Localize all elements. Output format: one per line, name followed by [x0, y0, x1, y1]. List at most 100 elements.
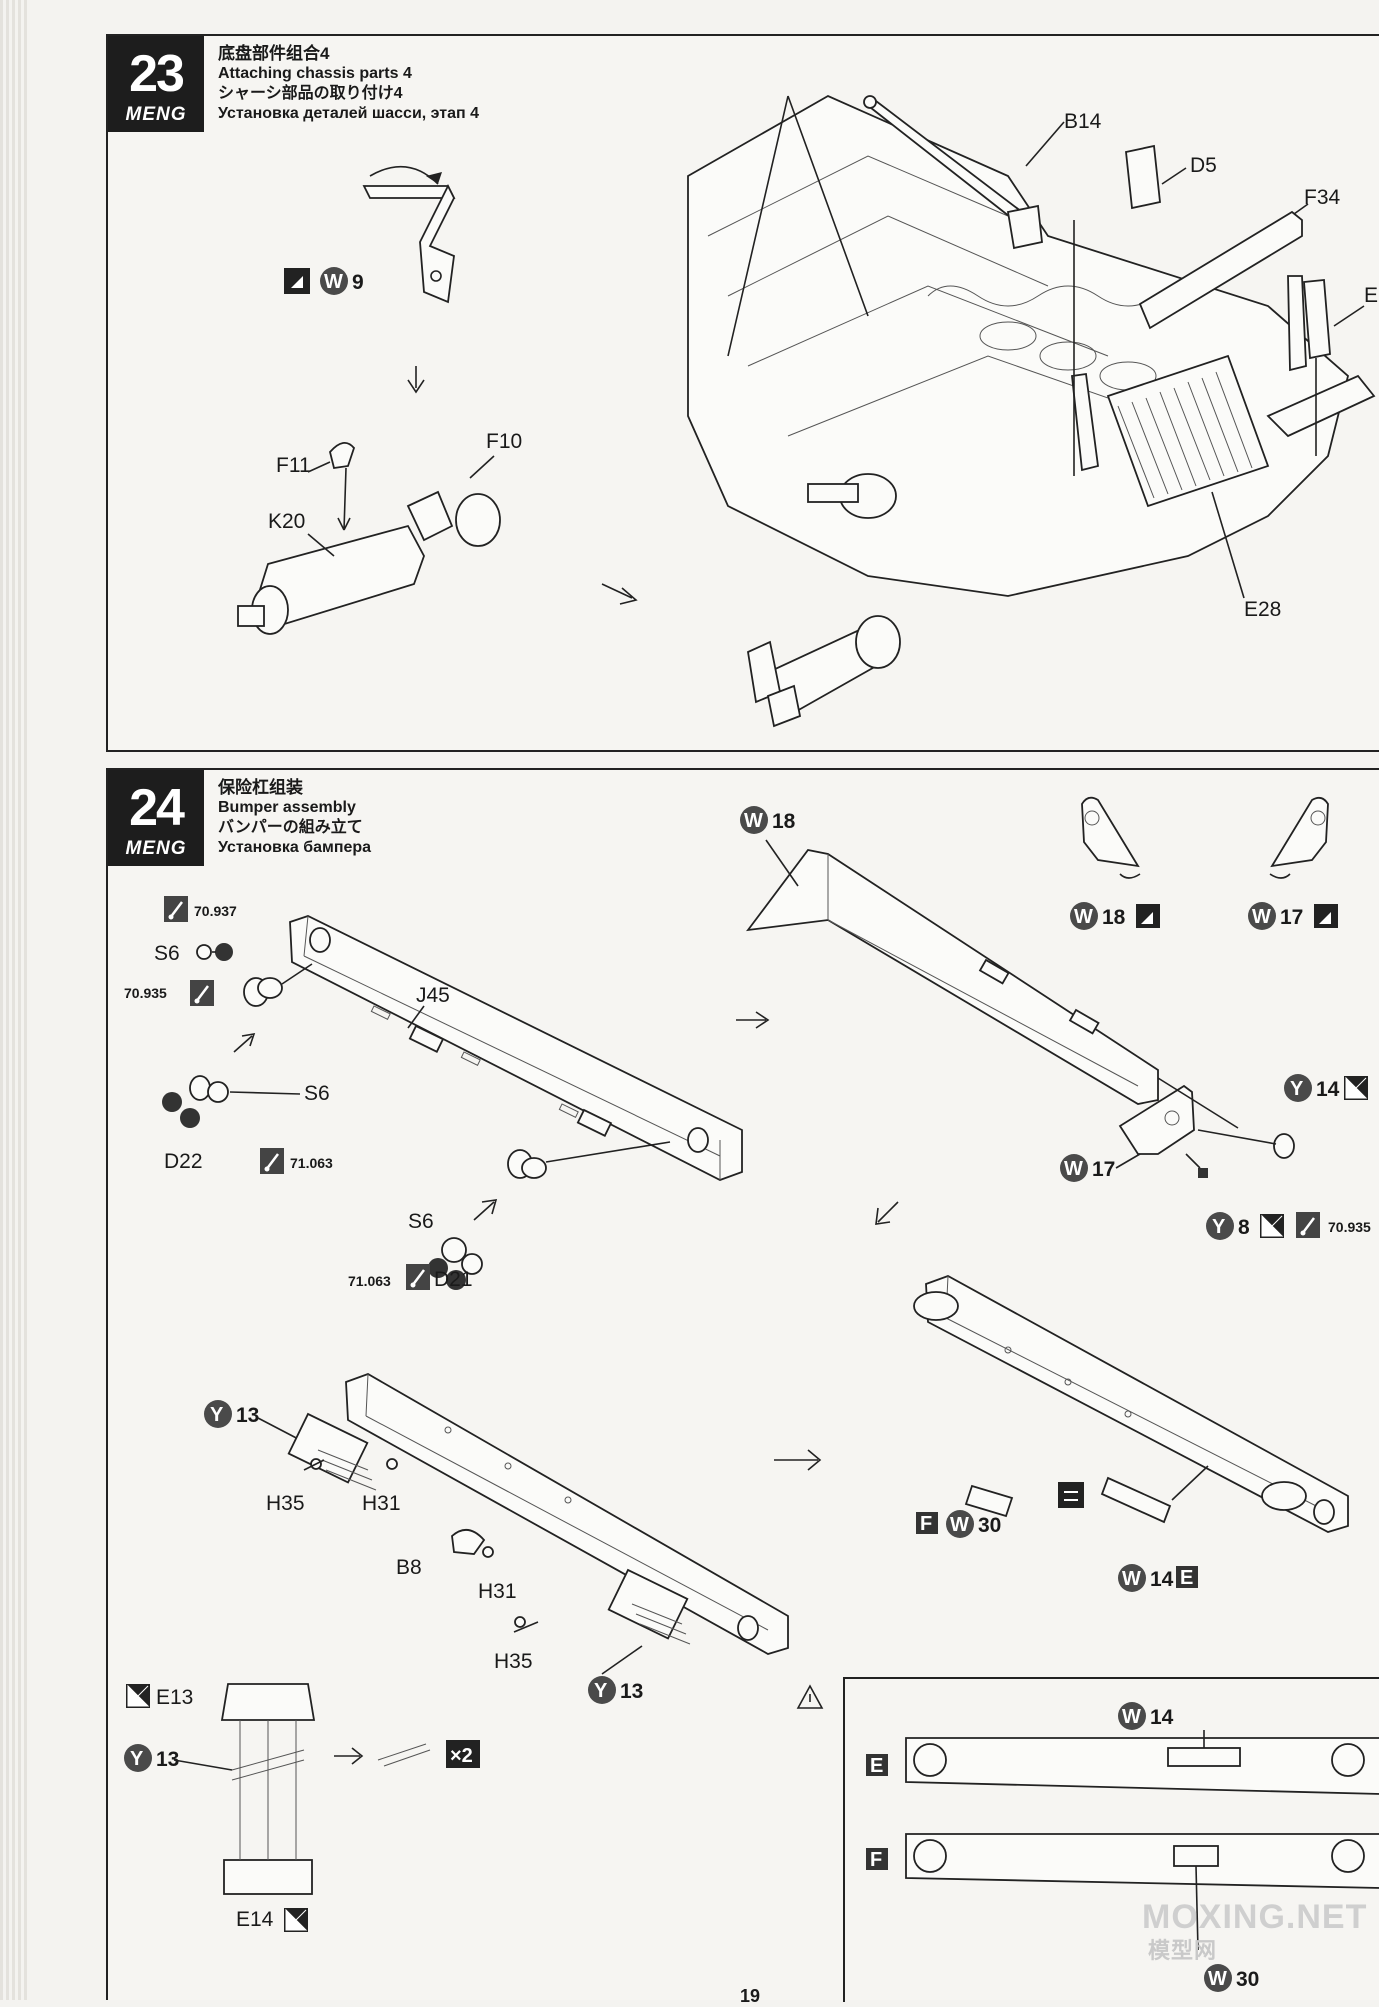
step-number: 23 [129, 45, 185, 103]
brand-logo: MENG [125, 104, 187, 125]
step-23-illustration: W 9 F11 F10 K20 [237, 94, 1379, 728]
color-number: 14 [1150, 1706, 1174, 1729]
label-J45: J45 [416, 984, 450, 1007]
pins-S6-D22 [162, 1075, 229, 1128]
svg-text:W: W [744, 810, 763, 832]
paint-code: 70.935 [124, 985, 167, 1001]
color-number: 13 [236, 1404, 259, 1427]
paint-code: 70.937 [194, 903, 237, 919]
decal-w14: W 14 E [1100, 1465, 1209, 1592]
label-F11: F11 [276, 454, 311, 477]
svg-text:F: F [920, 1513, 932, 1535]
color-number: 8 [1238, 1216, 1250, 1239]
label-E29: E29 [1364, 284, 1379, 307]
paint-callout-w9: W 9 [284, 267, 364, 295]
label-F34: F34 [1304, 186, 1341, 209]
paint-callout-w17-fin: W 17 [1248, 902, 1338, 930]
label-D21: D21 [434, 1268, 473, 1291]
color-number: 18 [1102, 906, 1126, 929]
rod-B14 [863, 95, 1043, 250]
decal-w30: F W 30 [916, 1482, 1084, 1538]
bumper-finished [913, 1275, 1349, 1533]
bracket-part [362, 165, 456, 304]
bumper-painted [746, 849, 1159, 1105]
step-24-panel: 24 MENG 保险杠组装 Bumper assembly バンパーの組み立て … [106, 768, 1379, 2002]
paint-code: 71.063 [290, 1155, 333, 1171]
step-number: 24 [129, 779, 185, 837]
down-left-arrow-icon [875, 1201, 899, 1225]
color-number: 14 [1150, 1568, 1174, 1591]
color-number: 17 [1280, 906, 1303, 929]
paint-callout-w17: W 17 [1060, 1153, 1141, 1182]
sprue-jig: E13 Y 13 E14 ×2 [124, 1683, 480, 1933]
color-number: 18 [772, 810, 796, 833]
step-titles: 保险杠组装 Bumper assembly バンパーの組み立て Установк… [218, 778, 371, 858]
fin-attached [1118, 1077, 1295, 1178]
arrow-icon [233, 1032, 256, 1053]
step-24-illustration: 70.937 S6 70.935 J45 [124, 796, 1379, 2002]
svg-text:W: W [1122, 1568, 1141, 1590]
paint-callout-y14: Y 14 [1284, 1074, 1369, 1102]
step-badge: 24 MENG [108, 770, 204, 866]
svg-text:W: W [1064, 1158, 1083, 1180]
label-H31: H31 [478, 1580, 517, 1603]
decal-position-inset: E W 14 F W 30 [843, 1677, 1379, 2002]
label-H35: H35 [494, 1650, 533, 1673]
color-number: 9 [352, 271, 364, 294]
right-arrow-icon [774, 1449, 822, 1471]
step-title-ru: Установка бампера [218, 839, 372, 856]
step-badge: 23 MENG [108, 36, 204, 132]
watermark-subtext: 模型网 [1148, 1938, 1218, 1963]
bumper-J45 [289, 915, 743, 1181]
step-titles: 底盘部件组合4 Attaching chassis parts 4 シャーシ部品… [218, 44, 479, 124]
hooks [303, 1458, 539, 1633]
label-H31: H31 [362, 1492, 401, 1515]
pin-S6-bottom [507, 1141, 671, 1179]
paint-callout-w18: W 18 [740, 806, 796, 834]
brand-logo: MENG [125, 838, 187, 859]
axle-assembly [237, 442, 501, 635]
frame-F34 [1138, 210, 1303, 330]
page-edge-binding [0, 0, 28, 2000]
paint-callout-y13-bottom: Y 13 [588, 1645, 643, 1704]
step-23-panel: 23 MENG 底盘部件组合4 Attaching chassis parts … [106, 34, 1379, 752]
svg-text:W: W [1122, 1706, 1141, 1728]
pin-S6-top [243, 963, 313, 1007]
warning-icon [796, 1684, 824, 1709]
right-arrow-icon [736, 1011, 770, 1029]
step-title-ja: シャーシ部品の取り付け4 [218, 85, 403, 102]
label-E13: E13 [156, 1686, 193, 1709]
label-S6: S6 [408, 1210, 434, 1233]
color-number: 13 [620, 1680, 643, 1703]
label-E14: E14 [236, 1908, 274, 1931]
svg-text:W: W [1252, 906, 1271, 928]
label-B14: B14 [1064, 110, 1102, 133]
svg-text:Y: Y [1290, 1078, 1304, 1100]
label-D22: D22 [164, 1150, 203, 1173]
chassis-engine-drawing [687, 94, 1376, 597]
color-number: 14 [1316, 1078, 1340, 1101]
s6-paint-callout: 70.937 S6 70.935 [124, 894, 237, 1008]
color-number: 13 [156, 1748, 179, 1771]
axle-in-position [747, 615, 901, 728]
quantity-label: ×2 [450, 1745, 473, 1767]
svg-text:Y: Y [130, 1748, 144, 1770]
part-E29 [1303, 279, 1331, 360]
label-E28: E28 [1244, 598, 1281, 621]
label-B8: B8 [396, 1556, 422, 1579]
paint-callout-y8: Y 8 70.935 [1206, 1210, 1371, 1240]
fin-right [1269, 796, 1329, 879]
svg-text:W: W [324, 271, 343, 293]
variant-label-F: F [870, 1849, 882, 1871]
step-title-zh: 底盘部件组合4 [218, 44, 330, 63]
bracket-D5 [1125, 144, 1161, 210]
paint-callout-y13-top: Y 13 [204, 1400, 305, 1443]
variant-label-E: E [870, 1755, 883, 1777]
svg-text:W: W [950, 1514, 969, 1536]
page-number: 19 [740, 1986, 761, 2006]
color-number: 17 [1092, 1158, 1115, 1181]
paint-code: 70.935 [1328, 1219, 1371, 1235]
label-H35: H35 [266, 1492, 305, 1515]
paint-callout-w18-fin: W 18 [1070, 902, 1160, 930]
pins-S6-D21 [428, 1237, 483, 1290]
